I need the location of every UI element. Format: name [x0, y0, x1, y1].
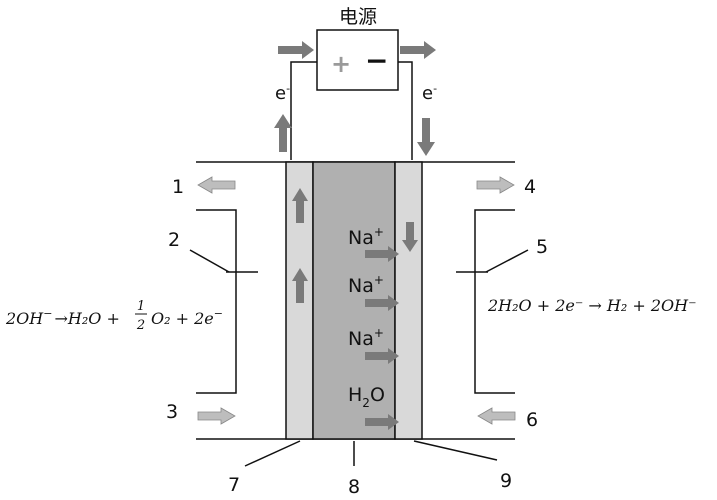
leader-lines — [189, 249, 529, 467]
cathode-equation: 2H₂O + 2e⁻ → H₂ + 2OH⁻ — [487, 296, 697, 315]
arrow-power-left — [278, 41, 314, 59]
wire-to-anode — [290, 61, 317, 160]
positive-terminal-sign: + — [331, 50, 351, 78]
electron-label-left-wire: e- — [275, 82, 290, 104]
cathode-electrode — [394, 161, 423, 440]
arrow-na-1 — [365, 246, 399, 262]
label-3: 3 — [166, 401, 178, 423]
label-5: 5 — [536, 236, 548, 258]
arrow-electron-down-wire — [417, 118, 435, 156]
electron-label-right-wire: e- — [422, 82, 437, 104]
arrow-electron-up-anode-1 — [292, 188, 308, 223]
arrow-port-1-out — [197, 176, 236, 194]
h2o-label: H2O — [348, 384, 385, 410]
label-4: 4 — [524, 176, 536, 198]
arrow-power-right — [400, 41, 436, 59]
wire-to-cathode — [398, 61, 413, 160]
arrow-port-4-out — [476, 176, 515, 194]
label-6: 6 — [526, 409, 538, 431]
arrow-electron-down-cathode — [402, 222, 418, 252]
power-supply-box — [316, 29, 399, 91]
port-number-labels: 1 2 3 4 5 6 7 8 9 — [166, 176, 548, 498]
anode-equation-right: O₂ + 2e− — [151, 307, 223, 328]
anode-chamber-bracket — [196, 209, 258, 394]
negative-terminal-sign: − — [365, 44, 388, 77]
cathode-chamber-bracket — [456, 209, 515, 394]
na-label-2: Na+ — [348, 273, 384, 297]
leader-9 — [413, 440, 498, 461]
anode-equation-left: 2OH−→H₂O + — [5, 307, 120, 328]
power-supply-title: 电源 — [339, 6, 377, 28]
arrow-na-3 — [365, 348, 399, 364]
arrow-h2o — [365, 414, 399, 430]
leader-5 — [485, 249, 529, 273]
na-label-1: Na+ — [348, 225, 384, 249]
arrow-electron-up-wire — [274, 114, 292, 152]
label-8: 8 — [348, 476, 360, 498]
flow-arrows — [197, 41, 516, 430]
leader-2 — [189, 249, 230, 273]
leader-7 — [244, 440, 301, 467]
anode-equation-frac-den: 2 — [136, 318, 145, 333]
arrow-port-3-in — [197, 407, 236, 425]
arrow-electron-up-anode-2 — [292, 268, 308, 303]
na-label-3: Na+ — [348, 326, 384, 350]
ion-labels: Na+ Na+ Na+ H2O — [348, 225, 385, 410]
power-supply: 电源 + − — [316, 6, 399, 91]
label-1: 1 — [172, 176, 184, 198]
label-7: 7 — [228, 474, 240, 496]
arrow-na-2 — [365, 295, 399, 311]
label-2: 2 — [168, 229, 180, 251]
arrow-port-6-in — [477, 407, 516, 425]
anode-equation: 2OH−→H₂O + 1 2 O₂ + 2e− — [5, 299, 223, 333]
anode-equation-frac-num: 1 — [137, 299, 145, 314]
label-9: 9 — [500, 470, 512, 492]
